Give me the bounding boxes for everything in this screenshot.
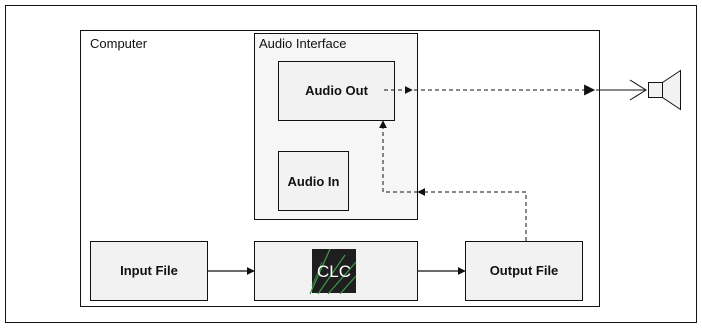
clc-label: CLC (317, 262, 351, 281)
computer-label: Computer (90, 36, 148, 51)
speaker-arrowhead-open (629, 79, 647, 101)
audio-out-label: Audio Out (305, 83, 368, 98)
dashed-interface-to-audio-out (379, 120, 418, 193)
input-file-label: Input File (120, 263, 178, 278)
output-file-box: Output File (465, 241, 583, 301)
clc-box: CLC (254, 241, 418, 301)
clc-logo: CLC (309, 248, 357, 295)
audio-out-box: Audio Out (278, 61, 395, 121)
audio-in-label: Audio In (288, 174, 340, 189)
speaker-icon (648, 69, 681, 111)
audio-in-box: Audio In (278, 151, 349, 211)
input-file-box: Input File (90, 241, 208, 301)
audio-interface-label: Audio Interface (259, 36, 346, 51)
dashed-output-to-interface (417, 188, 527, 241)
output-file-label: Output File (490, 263, 559, 278)
